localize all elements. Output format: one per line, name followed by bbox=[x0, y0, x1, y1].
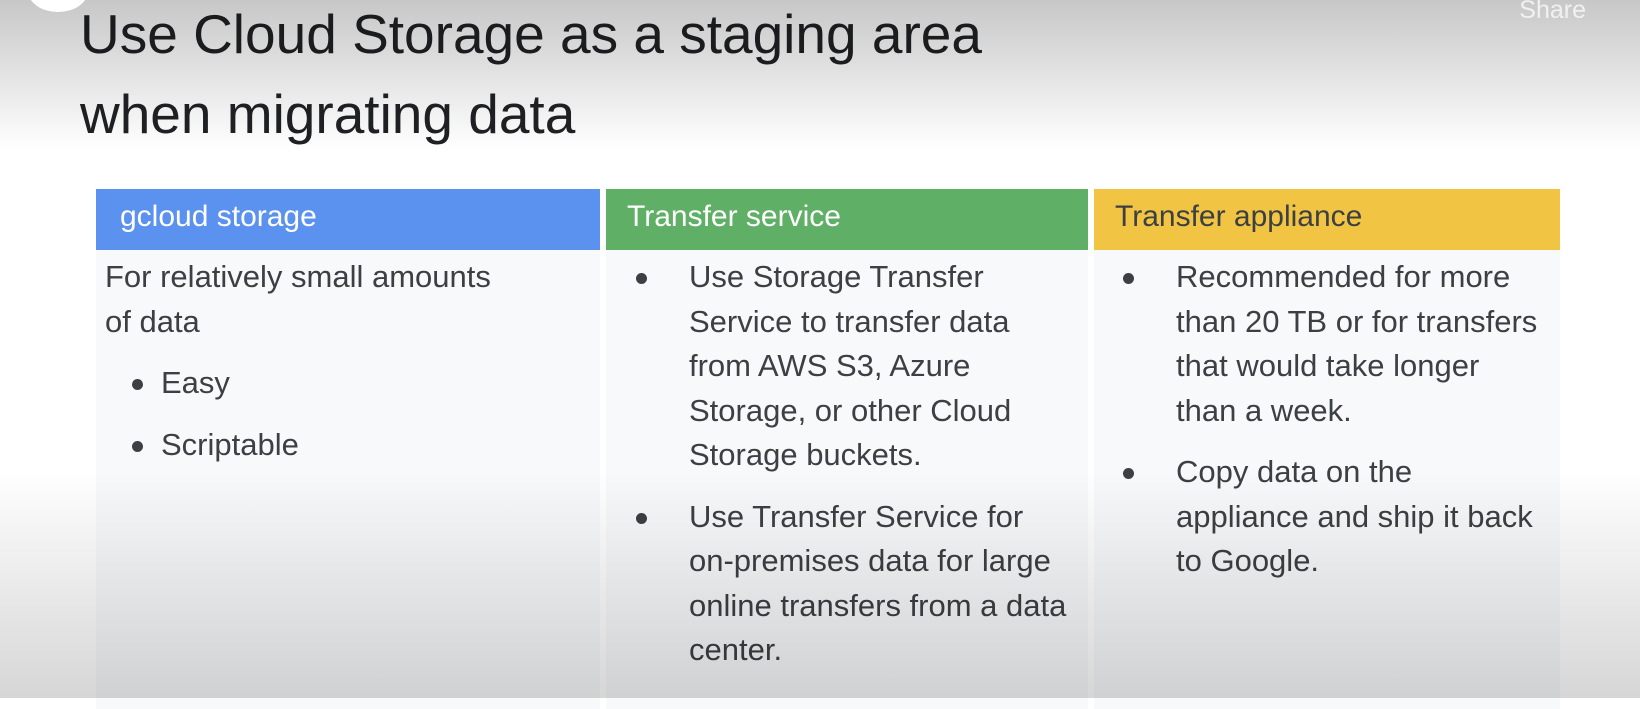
column-intro-text: For relatively small amounts of data bbox=[105, 259, 491, 339]
slide-title-line-2: when migrating data bbox=[80, 83, 576, 145]
column-body-gcloud-storage: For relatively small amounts of data Eas… bbox=[96, 250, 600, 467]
column-body-transfer-service: Use Storage Transfer Service to transfer… bbox=[606, 250, 1088, 673]
bullet-list: Use Storage Transfer Service to transfer… bbox=[627, 255, 1076, 673]
bullet-item: Copy data on the appliance and ship it b… bbox=[1114, 450, 1548, 584]
bullet-list: Recommended for more than 20 TB or for t… bbox=[1114, 255, 1548, 584]
bullet-list: Easy Scriptable bbox=[105, 361, 600, 467]
column-transfer-appliance: Transfer appliance Recommended for more … bbox=[1094, 189, 1560, 709]
column-transfer-service: Transfer service Use Storage Transfer Se… bbox=[606, 189, 1088, 709]
slide-title: Use Cloud Storage as a staging area when… bbox=[80, 0, 982, 154]
column-heading-transfer-appliance: Transfer appliance bbox=[1094, 189, 1560, 250]
bullet-item: Easy bbox=[105, 361, 600, 406]
column-gcloud-storage: gcloud storage For relatively small amou… bbox=[96, 189, 600, 709]
bullet-item: Scriptable bbox=[105, 423, 600, 468]
share-button[interactable]: Share bbox=[1519, 0, 1586, 24]
bullet-item: Use Transfer Service for on-premises dat… bbox=[627, 495, 1076, 673]
bullet-item: Use Storage Transfer Service to transfer… bbox=[627, 255, 1076, 478]
slide-title-line-1: Use Cloud Storage as a staging area bbox=[80, 3, 982, 65]
column-heading-gcloud-storage: gcloud storage bbox=[96, 189, 600, 250]
channel-avatar[interactable] bbox=[28, 0, 88, 12]
bullet-item: Recommended for more than 20 TB or for t… bbox=[1114, 255, 1548, 433]
column-heading-transfer-service: Transfer service bbox=[606, 189, 1088, 250]
column-body-transfer-appliance: Recommended for more than 20 TB or for t… bbox=[1094, 250, 1560, 584]
